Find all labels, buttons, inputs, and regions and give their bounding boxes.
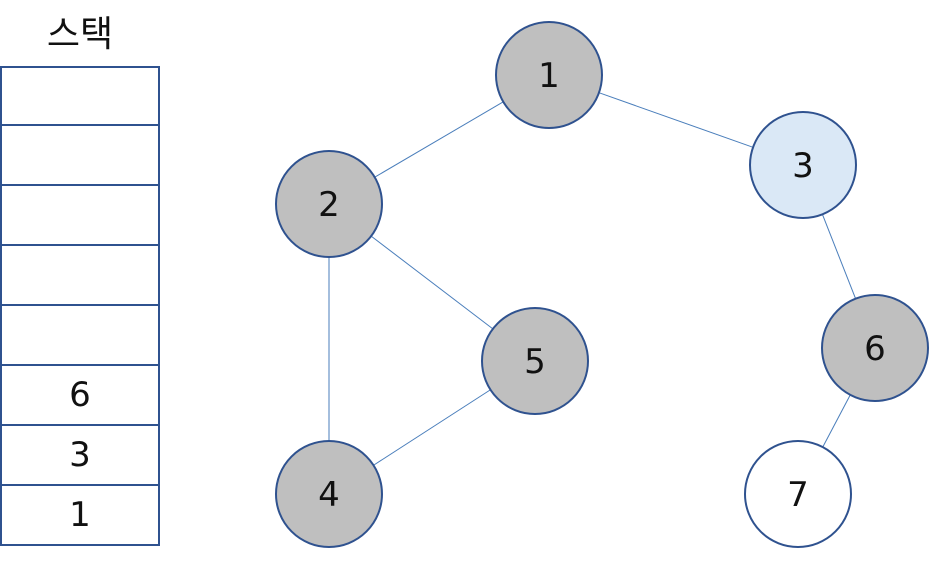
node-circle-5 xyxy=(481,307,589,415)
edge-2-5 xyxy=(370,235,494,330)
node-circle-6 xyxy=(821,294,929,402)
edge-6-7 xyxy=(822,394,851,448)
stack: 6 3 1 xyxy=(0,66,160,546)
node-1: 1 xyxy=(495,21,603,129)
edge-3-6 xyxy=(821,214,857,299)
stack-title: 스택 xyxy=(46,14,114,55)
node-6: 6 xyxy=(821,294,929,402)
node-2: 2 xyxy=(275,150,383,258)
node-label-5: 5 xyxy=(524,342,546,382)
node-label-4: 4 xyxy=(318,475,340,515)
node-label-2: 2 xyxy=(318,185,340,225)
edge-4-5 xyxy=(373,389,491,466)
node-4: 4 xyxy=(275,440,383,548)
node-circle-3 xyxy=(749,111,857,219)
node-label-6: 6 xyxy=(864,329,886,369)
stack-cell: 6 xyxy=(0,366,160,426)
node-label-7: 7 xyxy=(787,475,809,515)
graph-nodes: 1 2 3 4 5 6 7 xyxy=(275,21,929,548)
stack-cell xyxy=(0,246,160,306)
edge-1-2 xyxy=(374,101,504,178)
graph-edges xyxy=(328,92,857,466)
stack-cell: 1 xyxy=(0,486,160,546)
stack-cell xyxy=(0,306,160,366)
node-circle-1 xyxy=(495,21,603,129)
stack-cell xyxy=(0,66,160,126)
node-label-1: 1 xyxy=(538,56,560,96)
node-3: 3 xyxy=(749,111,857,219)
node-circle-2 xyxy=(275,150,383,258)
node-label-3: 3 xyxy=(792,146,814,186)
node-5: 5 xyxy=(481,307,589,415)
node-circle-4 xyxy=(275,440,383,548)
node-circle-7 xyxy=(744,440,852,548)
stack-cell xyxy=(0,126,160,186)
edge-1-3 xyxy=(598,92,754,148)
stack-cell xyxy=(0,186,160,246)
stack-cell: 3 xyxy=(0,426,160,486)
node-7: 7 xyxy=(744,440,852,548)
